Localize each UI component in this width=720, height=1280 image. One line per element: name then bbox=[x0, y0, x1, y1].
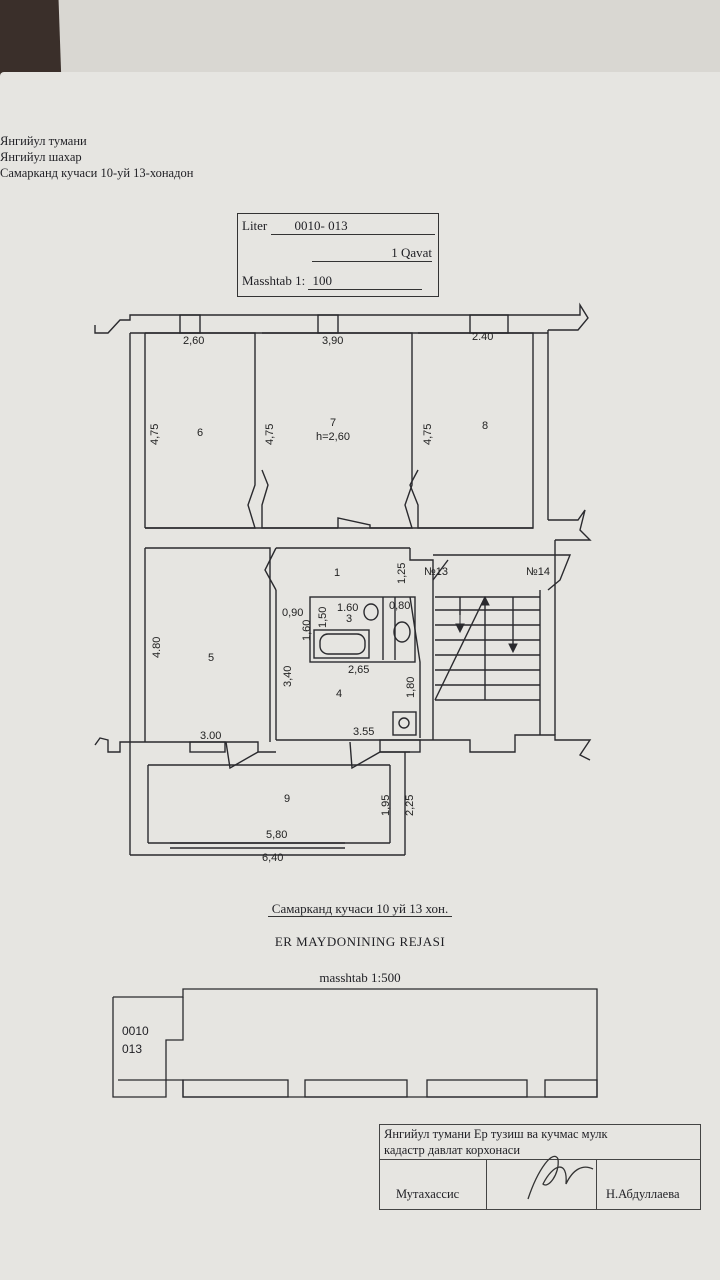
dim-room7-length: 4,75 bbox=[264, 424, 276, 445]
floor-row: 1 Qavat bbox=[242, 245, 432, 262]
liter-row: Liter 0010- 013 bbox=[242, 218, 435, 235]
dim-195: 1,95 bbox=[380, 795, 392, 816]
site-plan-drawing bbox=[112, 988, 598, 1098]
dim-room8-length: 4,75 bbox=[422, 424, 434, 445]
dim-room5-length: 4.80 bbox=[151, 637, 163, 658]
dim-160a: 1,60 bbox=[301, 620, 313, 641]
dim-room5-width: 3.00 bbox=[200, 730, 221, 742]
address-district: Янгийул тумани bbox=[0, 134, 87, 148]
dim-080: 0,80 bbox=[389, 600, 410, 612]
dim-room7-width: 3,90 bbox=[322, 335, 343, 347]
apartment-14-label: №14 bbox=[526, 566, 550, 578]
room-7-height: h=2,60 bbox=[316, 431, 350, 443]
stamp-name: Н.Абдуллаева bbox=[606, 1187, 680, 1201]
scale-row: Masshtab 1: 100 bbox=[242, 273, 423, 290]
dim-room8-width: 2.40 bbox=[472, 331, 493, 343]
room-5-label: 5 bbox=[208, 652, 214, 664]
stamp-divider-v1 bbox=[596, 1159, 597, 1209]
dim-180: 1,80 bbox=[405, 677, 417, 698]
room-8-label: 8 bbox=[482, 420, 488, 432]
stamp-org-line1: Янгийул тумани Ер тузиш ва кучмас мулк bbox=[384, 1127, 608, 1141]
dim-125: 1,25 bbox=[396, 563, 408, 584]
title-block: Liter 0010- 013 1 Qavat Masshtab 1: 100 bbox=[237, 213, 439, 297]
dim-090: 0,90 bbox=[282, 607, 303, 619]
room-6-label: 6 bbox=[197, 427, 203, 439]
site-plan-scale: masshtab 1:500 bbox=[319, 970, 401, 985]
address-city: Янгийул шахар bbox=[0, 150, 82, 164]
dim-640: 6,40 bbox=[262, 852, 283, 864]
room-9-label: 9 bbox=[284, 793, 290, 805]
room-1-label: 1 bbox=[334, 567, 340, 579]
floor-value: 1 Qavat bbox=[312, 245, 432, 262]
stamp-divider bbox=[380, 1159, 700, 1160]
dim-340: 3,40 bbox=[282, 666, 294, 687]
liter-value: 0010- 013 bbox=[270, 218, 435, 235]
site-caption: Самарканд кучаси 10 уй 13 хон. bbox=[0, 901, 720, 917]
dim-580: 5,80 bbox=[266, 829, 287, 841]
apartment-13-label: №13 bbox=[424, 566, 448, 578]
site-plan-heading: ER MAYDONINING REJASI bbox=[274, 934, 446, 949]
site-code-line1: 0010 bbox=[122, 1024, 149, 1038]
dim-150: 1,50 bbox=[317, 607, 329, 628]
dim-265: 2,65 bbox=[348, 664, 369, 676]
room-3-label: 3 bbox=[346, 613, 352, 625]
stamp-divider-v2 bbox=[486, 1159, 487, 1209]
dim-room6-length: 4,75 bbox=[149, 424, 161, 445]
dim-room6-width: 2,60 bbox=[183, 335, 204, 347]
site-code-line2: 013 bbox=[122, 1042, 143, 1056]
scale-value: 100 bbox=[308, 273, 423, 290]
room-7-label: 7 bbox=[330, 417, 336, 429]
dim-225: 2,25 bbox=[404, 795, 416, 816]
signature-mark bbox=[527, 1155, 594, 1200]
stamp-role: Мутахассис bbox=[396, 1187, 460, 1201]
document-sheet bbox=[0, 72, 720, 1280]
address-street: Самарканд кучаси 10-уй 13-хонадон bbox=[0, 166, 194, 180]
dim-355: 3.55 bbox=[353, 726, 374, 738]
liter-label: Liter bbox=[242, 218, 268, 233]
scale-label: Masshtab 1: bbox=[242, 273, 306, 288]
official-stamp-block: Янгийул тумани Ер тузиш ва кучмас мулк к… bbox=[379, 1124, 701, 1210]
room-4-label: 4 bbox=[336, 688, 342, 700]
dim-bath-width: 1.60 bbox=[337, 602, 358, 614]
site-caption-text: Самарканд кучаси 10 уй 13 хон. bbox=[267, 901, 453, 917]
stamp-org-line2: кадастр давлат корхонаси bbox=[384, 1143, 521, 1157]
